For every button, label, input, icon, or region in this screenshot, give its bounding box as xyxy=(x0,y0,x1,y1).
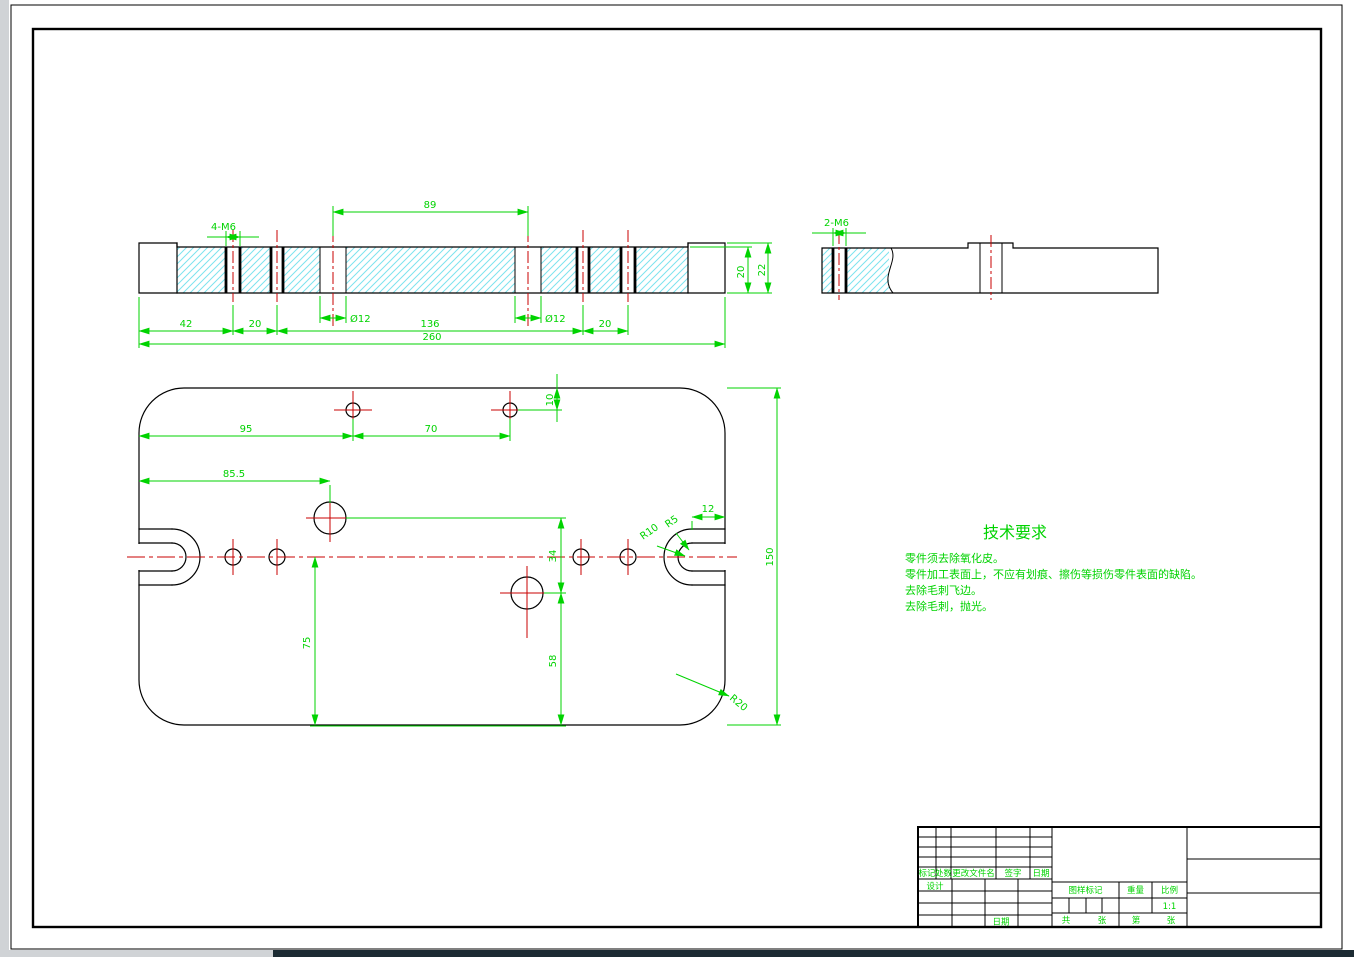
dim-r10-label: R10 xyxy=(638,522,660,542)
label-mark: 标记 xyxy=(918,868,936,879)
plan-dimensions: 10 95 70 85.5 12 R5 R10 150 34 58 xyxy=(138,374,781,727)
plan-centerlines xyxy=(127,391,737,638)
dim-12-label: 12 xyxy=(702,504,715,515)
dim-70-label: 70 xyxy=(425,424,438,435)
dim-r5-label: R5 xyxy=(663,514,680,531)
dim-58-label: 58 xyxy=(548,655,559,668)
tech-requirements-title: 技术要求 xyxy=(983,523,1047,542)
label-sheet-no-unit: 张 xyxy=(1167,916,1176,926)
dim-75-label: 75 xyxy=(302,637,313,650)
dim-r20-label: R20 xyxy=(727,693,749,714)
value-scale: 1:1 xyxy=(1163,902,1177,912)
dim-10-label: 10 xyxy=(545,394,556,407)
label-sign: 签字 xyxy=(1004,868,1021,879)
dim-dia12-left-label: Ø12 xyxy=(350,313,371,325)
front-centerlines xyxy=(232,230,629,326)
title-block-grid xyxy=(918,827,1321,927)
label-date: 日期 xyxy=(1032,869,1049,879)
tech-requirement-line: 去除毛刺，抛光。 xyxy=(905,599,993,613)
side-dimensions: 2-M6 xyxy=(812,218,866,246)
front-hatch xyxy=(177,247,688,293)
plan-view: 10 95 70 85.5 12 R5 R10 150 34 58 xyxy=(127,374,781,727)
dim-22-label: 22 xyxy=(757,264,768,277)
label-scale: 比例 xyxy=(1161,885,1178,896)
bottom-dark-bar xyxy=(273,950,1354,957)
label-changed-file: 更改文件名 xyxy=(952,868,995,879)
outer-border xyxy=(10,4,1343,950)
side-section-view: 2-M6 xyxy=(812,218,1159,300)
dim-89-label: 89 xyxy=(424,200,437,211)
dim-260-label: 260 xyxy=(422,332,441,343)
tech-requirement-line: 去除毛刺飞边。 xyxy=(905,583,982,597)
front-dimensions: 89 4-M6 Ø12 Ø12 42 20 136 20 260 20 xyxy=(138,200,772,348)
left-window-edge xyxy=(0,0,9,957)
side-outline xyxy=(821,242,1159,294)
label-sheets-unit: 张 xyxy=(1098,916,1107,926)
dim-136-label: 136 xyxy=(420,319,439,330)
dim-20b-label: 20 xyxy=(599,319,612,330)
title-block-labels: 标记 处数 更改文件名 签字 日期 设计 日期 图样标记 重量 比例 1:1 共… xyxy=(918,868,1178,928)
dim-2m6-label: 2-M6 xyxy=(824,218,849,229)
side-hatch xyxy=(822,248,889,293)
dim-85-5-label: 85.5 xyxy=(223,469,245,480)
side-centerlines xyxy=(838,232,992,300)
dim-dia12-right-label: Ø12 xyxy=(545,313,566,325)
label-sheets-total: 共 xyxy=(1062,916,1071,926)
dim-42-label: 42 xyxy=(180,319,193,330)
label-design: 设计 xyxy=(926,881,944,892)
dim-150-label: 150 xyxy=(765,547,776,566)
label-qty: 处数 xyxy=(935,868,953,879)
tech-requirements: 技术要求 零件须去除氧化皮。 零件加工表面上，不应有划痕、擦伤等损伤零件表面的缺… xyxy=(905,523,1202,613)
dim-20v-label: 20 xyxy=(736,266,747,279)
label-sheet-no: 第 xyxy=(1132,915,1141,926)
tech-requirement-line: 零件须去除氧化皮。 xyxy=(905,551,1004,565)
dim-20a-label: 20 xyxy=(249,319,262,330)
dim-4m6-label: 4-M6 xyxy=(211,222,236,233)
plate-outline xyxy=(138,387,726,726)
title-block: 标记 处数 更改文件名 签字 日期 设计 日期 图样标记 重量 比例 1:1 共… xyxy=(917,826,1322,928)
label-weight: 重量 xyxy=(1127,885,1145,896)
label-drawing-mark: 图样标记 xyxy=(1068,885,1103,896)
label-date-bottom: 日期 xyxy=(992,918,1009,928)
dim-34-label: 34 xyxy=(548,550,559,563)
front-section-view: 89 4-M6 Ø12 Ø12 42 20 136 20 260 20 xyxy=(138,200,772,348)
tech-requirement-line: 零件加工表面上，不应有划痕、擦伤等损伤零件表面的缺陷。 xyxy=(905,567,1202,581)
front-outline xyxy=(138,242,726,294)
break-line xyxy=(887,247,894,294)
dim-95-label: 95 xyxy=(240,424,253,435)
inner-frame xyxy=(31,27,1323,929)
